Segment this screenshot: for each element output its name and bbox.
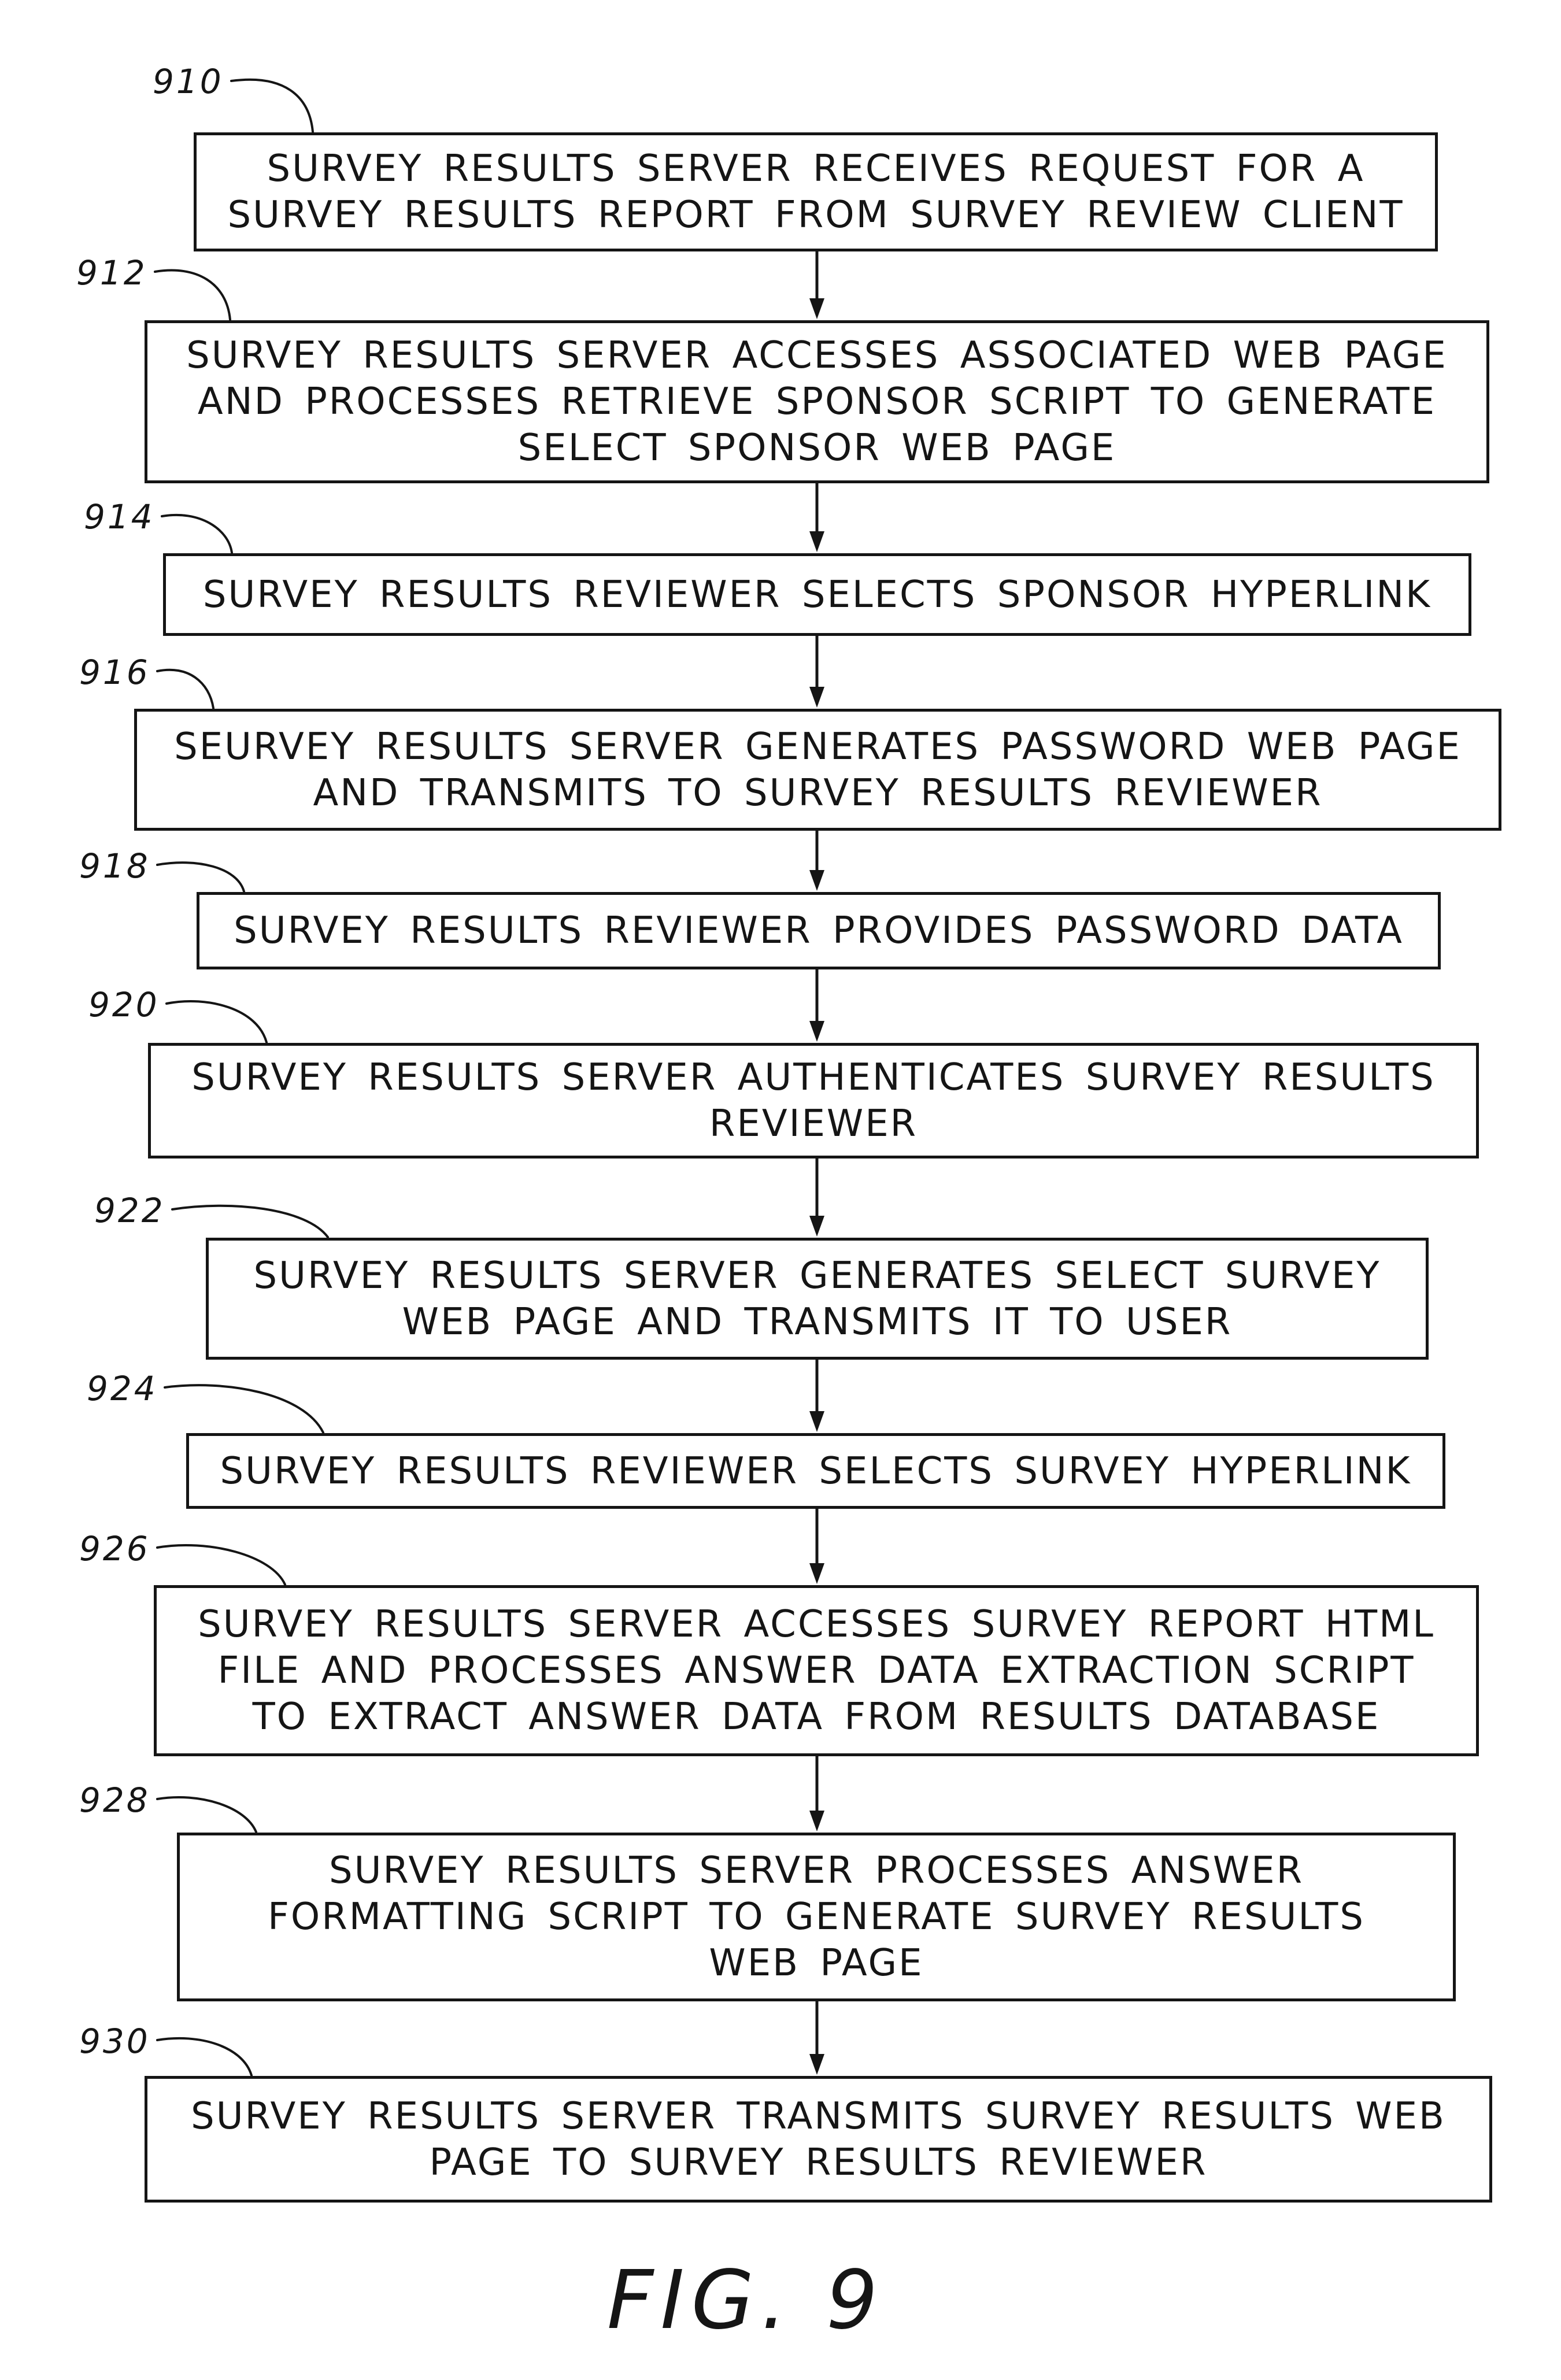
flowchart-step-916: SEURVEY RESULTS SERVER GENERATES PASSWOR… [134, 709, 1501, 831]
step-text-line: PAGE TO SURVEY RESULTS REVIEWER [429, 2141, 1208, 2184]
step-text-line: SURVEY RESULTS SERVER PROCESSES ANSWER [328, 1849, 1304, 1892]
flowchart-step-912: SURVEY RESULTS SERVER ACCESSES ASSOCIATE… [145, 320, 1489, 483]
step-text-line: SURVEY RESULTS REVIEWER PROVIDES PASSWOR… [234, 909, 1404, 952]
flow-arrow-914-916 [809, 636, 824, 708]
step-text-line: SURVEY RESULTS SERVER AUTHENTICATES SURV… [191, 1056, 1436, 1099]
reference-numeral-930: 930 [79, 2022, 150, 2061]
leader-line-916 [156, 668, 214, 709]
reference-numeral-928: 928 [79, 1781, 150, 1820]
leader-line-928 [156, 1796, 257, 1833]
step-text-line: FORMATTING SCRIPT TO GENERATE SURVEY RES… [268, 1896, 1365, 1938]
flowchart-step-924: SURVEY RESULTS REVIEWER SELECTS SURVEY H… [186, 1433, 1445, 1509]
flow-arrow-928-930 [809, 2001, 824, 2075]
leader-line-912 [154, 269, 231, 321]
reference-numeral-922: 922 [94, 1191, 165, 1230]
flow-arrow-926-928 [809, 1756, 824, 1831]
step-text-line: SURVEY RESULTS SERVER TRANSMITS SURVEY R… [191, 2094, 1446, 2138]
step-text-line: WEB PAGE [709, 1942, 924, 1985]
flowchart-step-918: SURVEY RESULTS REVIEWER PROVIDES PASSWOR… [197, 892, 1441, 969]
step-text-line: REVIEWER [709, 1102, 918, 1145]
step-text-line: SEURVEY RESULTS SERVER GENERATES PASSWOR… [174, 725, 1462, 768]
step-text-line: WEB PAGE AND TRANSMITS IT TO USER [402, 1300, 1233, 1343]
step-text-line: AND TRANSMITS TO SURVEY RESULTS REVIEWER [313, 771, 1323, 815]
step-text-line: AND PROCESSES RETRIEVE SPONSOR SCRIPT TO… [197, 380, 1437, 423]
step-text-line: SURVEY RESULTS REVIEWER SELECTS SPONSOR … [202, 573, 1432, 616]
figure-caption: FIG. 9 [606, 2253, 885, 2348]
step-text-line: SURVEY RESULTS SERVER GENERATES SELECT S… [253, 1254, 1381, 1297]
flow-arrow-922-924 [809, 1360, 824, 1432]
leader-line-918 [156, 861, 245, 893]
flowchart-step-914: SURVEY RESULTS REVIEWER SELECTS SPONSOR … [163, 553, 1471, 636]
leader-line-926 [156, 1544, 286, 1586]
reference-numeral-924: 924 [87, 1369, 158, 1408]
flowchart-step-910: SURVEY RESULTS SERVER RECEIVES REQUEST F… [194, 132, 1438, 251]
flow-arrow-920-922 [809, 1158, 824, 1237]
step-text-line: SURVEY RESULTS REPORT FROM SURVEY REVIEW… [227, 194, 1404, 236]
leader-line-914 [161, 513, 233, 554]
reference-numeral-914: 914 [84, 497, 155, 536]
flowchart-step-920: SURVEY RESULTS SERVER AUTHENTICATES SURV… [148, 1043, 1479, 1158]
reference-numeral-926: 926 [79, 1529, 150, 1568]
leader-line-930 [156, 2037, 253, 2077]
step-text-line: SURVEY RESULTS SERVER ACCESSES SURVEY RE… [198, 1603, 1435, 1646]
flowchart-step-922: SURVEY RESULTS SERVER GENERATES SELECT S… [206, 1238, 1429, 1360]
flowchart-step-930: SURVEY RESULTS SERVER TRANSMITS SURVEY R… [145, 2076, 1492, 2203]
flow-arrow-924-926 [809, 1509, 824, 1584]
leader-line-924 [164, 1384, 324, 1434]
step-text-line: SURVEY RESULTS SERVER ACCESSES ASSOCIATE… [186, 334, 1448, 377]
flow-arrow-916-918 [809, 831, 824, 891]
reference-numeral-916: 916 [79, 653, 150, 692]
flow-arrow-912-914 [809, 483, 824, 552]
flow-arrow-918-920 [809, 969, 824, 1042]
reference-numeral-920: 920 [88, 985, 160, 1024]
step-text-line: SURVEY RESULTS SERVER RECEIVES REQUEST F… [267, 147, 1365, 190]
step-text-line: TO EXTRACT ANSWER DATA FROM RESULTS DATA… [252, 1696, 1381, 1738]
reference-numeral-918: 918 [79, 846, 150, 886]
flowchart-step-928: SURVEY RESULTS SERVER PROCESSES ANSWER F… [177, 1833, 1456, 2001]
reference-numeral-912: 912 [76, 253, 147, 293]
leader-line-910 [230, 78, 314, 133]
step-text-line: SURVEY RESULTS REVIEWER SELECTS SURVEY H… [220, 1449, 1412, 1493]
flowchart-step-926: SURVEY RESULTS SERVER ACCESSES SURVEY RE… [154, 1585, 1479, 1756]
flow-arrow-910-912 [809, 251, 824, 319]
step-text-line: SELECT SPONSOR WEB PAGE [517, 427, 1116, 469]
leader-line-922 [171, 1204, 329, 1238]
leader-line-920 [165, 1000, 268, 1043]
step-text-line: FILE AND PROCESSES ANSWER DATA EXTRACTIO… [217, 1649, 1415, 1692]
reference-numeral-910: 910 [153, 62, 224, 101]
